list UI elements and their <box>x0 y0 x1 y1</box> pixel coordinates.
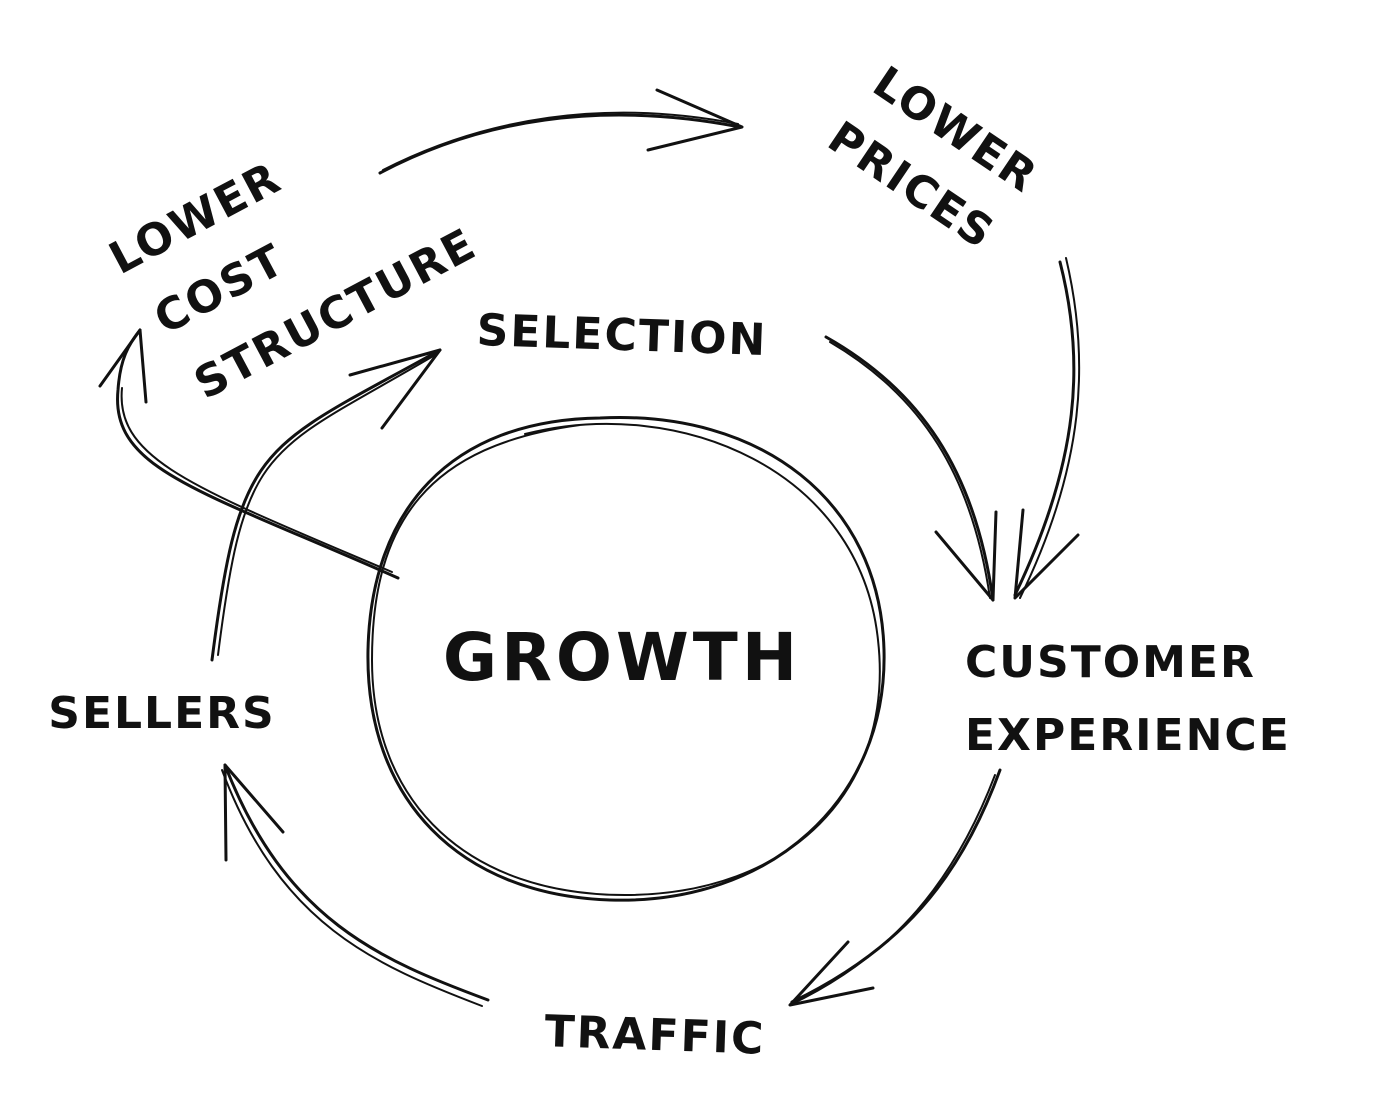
arrow-sellers-to-selection <box>210 348 442 662</box>
arrow-experience-to-traffic <box>788 768 1002 1007</box>
arrow-cost-to-prices <box>378 88 744 175</box>
growth-label: GROWTH <box>443 619 801 696</box>
lower-cost-structure-label: LOWER COST STRUCTURE <box>101 152 485 410</box>
traffic-label: TRAFFIC <box>544 1006 766 1065</box>
sellers-label: SELLERS <box>48 688 275 739</box>
lower-cost-structure-line3: STRUCTURE <box>186 219 485 410</box>
selection-label: SELECTION <box>476 305 768 366</box>
customer-experience-line1: CUSTOMER <box>965 637 1256 688</box>
arrow-traffic-to-sellers <box>221 763 490 1007</box>
lower-prices-label: LOWER PRICES <box>819 57 1047 260</box>
arrow-prices-to-experience <box>1013 257 1081 600</box>
arrow-selection-to-experience <box>824 335 998 602</box>
growth-circle <box>366 416 886 902</box>
arrow-growth-to-cost <box>98 328 400 580</box>
customer-experience-line2: EXPERIENCE <box>965 710 1291 761</box>
